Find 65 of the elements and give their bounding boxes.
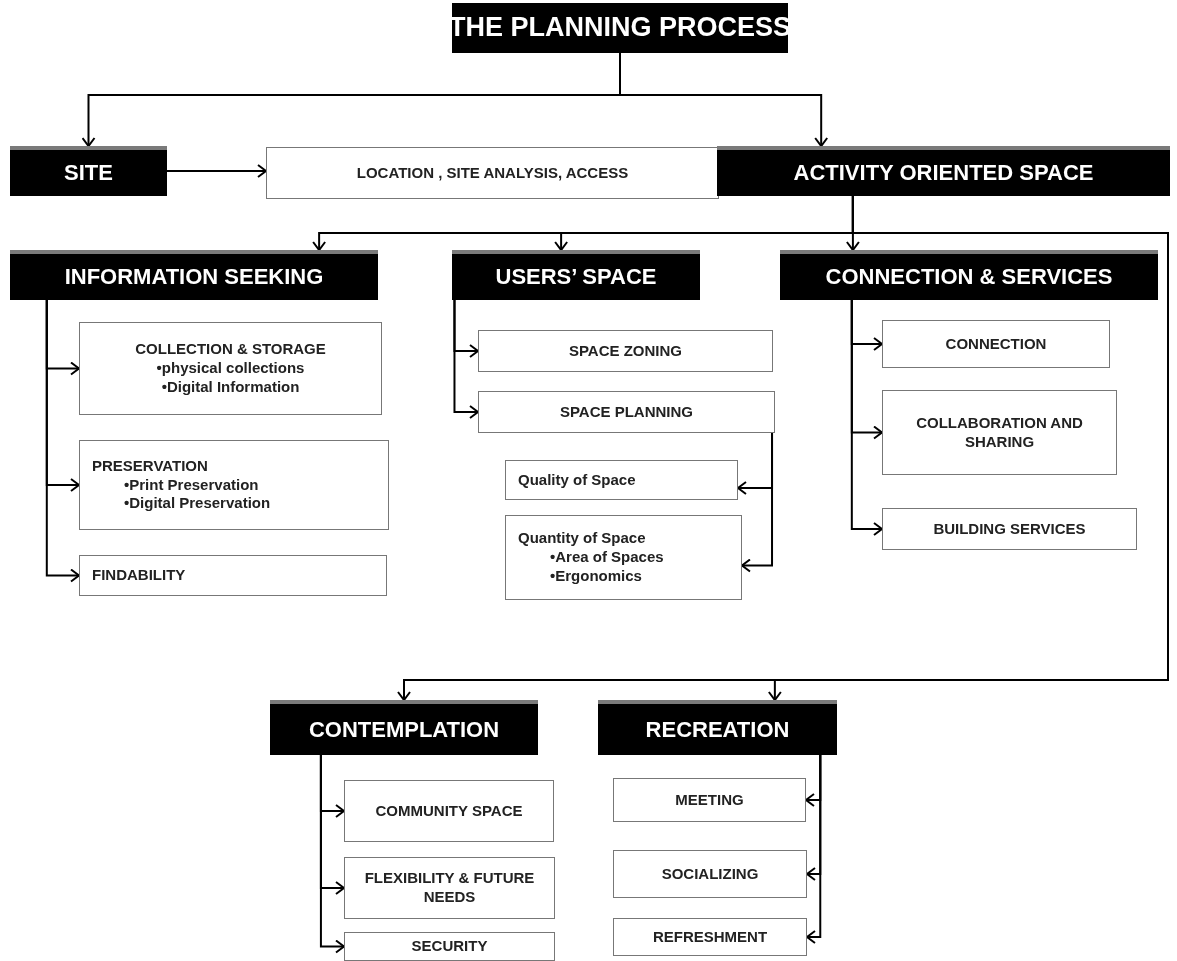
process-box — [882, 320, 1110, 368]
process-box — [613, 850, 807, 898]
process-box — [79, 440, 389, 530]
box-label: FINDABILITY — [92, 566, 186, 585]
process-box — [344, 932, 555, 961]
bullet-item: •Ergonomics — [549, 566, 642, 586]
bullet-item: •Digital Preservation — [123, 494, 271, 514]
header-bar — [598, 700, 837, 755]
box-label: Quality of Space — [518, 470, 636, 490]
connector-arrow — [619, 52, 829, 147]
box-label: SPACE ZONING — [568, 341, 683, 361]
header-label: INFORMATION SEEKING — [64, 263, 324, 291]
process-box — [613, 778, 806, 822]
process-box — [344, 780, 554, 842]
process-box — [478, 391, 775, 433]
process-box — [79, 322, 382, 415]
process-box — [882, 508, 1137, 550]
header-label: CONNECTION & SERVICES — [825, 263, 1113, 291]
connector-arrow — [806, 754, 822, 944]
box-label: COLLECTION & STORAGE — [135, 340, 326, 360]
process-box — [505, 460, 738, 500]
box-label: FLEXIBILITY & FUTURE NEEDS — [363, 869, 536, 907]
process-box — [882, 390, 1117, 475]
connector-arrow — [453, 299, 479, 419]
bullet-item: •Print Preservation — [123, 475, 259, 495]
box-label: MEETING — [675, 790, 744, 810]
header-label: ACTIVITY ORIENTED SPACE — [793, 159, 1094, 187]
connector-arrow — [166, 164, 267, 178]
bullet-item: •physical collections — [156, 359, 305, 378]
box-label: COMMUNITY SPACE — [375, 801, 523, 821]
bullet-item: •Digital Information — [161, 377, 300, 397]
box-label: SOCIALIZING — [661, 864, 759, 884]
title-bar — [452, 3, 788, 53]
process-box — [344, 857, 555, 919]
process-box — [266, 147, 719, 199]
bullet-item: •Area of Spaces — [549, 548, 664, 567]
header-bar — [717, 146, 1170, 196]
box-label: PRESERVATION — [92, 456, 208, 476]
box-label: COLLABORATION AND SHARING — [915, 413, 1084, 452]
header-label: THE PLANNING PROCESS — [449, 11, 792, 45]
process-box — [79, 555, 387, 596]
box-label: SPACE PLANNING — [559, 402, 694, 422]
connector-arrow — [767, 195, 1169, 701]
header-label: USERS’ SPACE — [495, 263, 657, 291]
header-bar — [780, 250, 1158, 300]
connector-arrow — [741, 432, 774, 573]
header-bar — [10, 250, 378, 300]
box-label: BUILDING SERVICES — [933, 519, 1086, 539]
box-label: LOCATION , SITE ANALYSIS, ACCESS — [356, 163, 629, 183]
header-bar — [452, 250, 700, 300]
box-label: CONNECTION — [945, 334, 1047, 354]
header-bar — [10, 146, 167, 196]
process-box — [505, 515, 742, 600]
connector-arrow — [45, 299, 80, 583]
connector-arrow — [850, 299, 883, 536]
process-box — [613, 918, 807, 956]
header-label: CONTEMPLATION — [308, 715, 500, 744]
header-label: RECREATION — [645, 715, 790, 744]
process-box — [478, 330, 773, 372]
box-label: SECURITY — [411, 937, 488, 956]
box-label: REFRESHMENT — [652, 927, 768, 947]
header-label: SITE — [64, 159, 113, 187]
header-bar — [270, 700, 538, 755]
box-label: Quantity of Space — [518, 529, 646, 549]
connector-arrow — [319, 754, 345, 954]
